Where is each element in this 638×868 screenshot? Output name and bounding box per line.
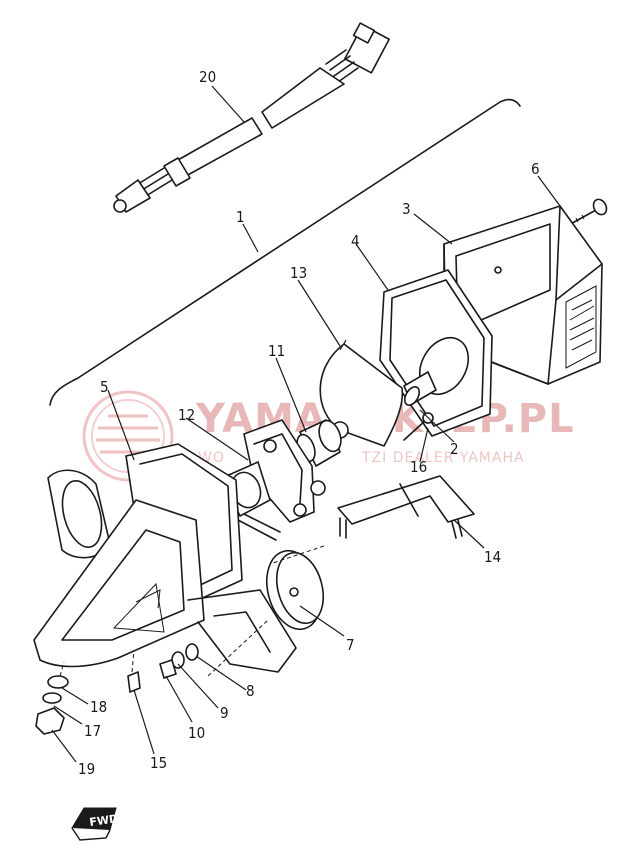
- assembly-bracket: [49, 98, 521, 406]
- callout-7: 7: [346, 636, 355, 654]
- part-15-bolt: [127, 671, 141, 693]
- watermark-tagline-right: TZI DEALER YAMAHA: [361, 450, 525, 466]
- callout-10: 10: [188, 724, 205, 742]
- callout-18: 18: [90, 698, 107, 716]
- callout-12: 12: [178, 406, 195, 424]
- callout-9: 9: [220, 704, 229, 722]
- part-10-nut: [159, 659, 177, 679]
- part-7-reflector: [266, 549, 325, 631]
- callout-1: 1: [236, 208, 245, 226]
- front-mark-text: FWD: [89, 812, 119, 829]
- callout-16: 16: [410, 458, 427, 476]
- part-17-washer: [42, 692, 62, 704]
- callout-8: 8: [246, 682, 255, 700]
- callout-11: 11: [268, 342, 285, 360]
- callout-14: 14: [484, 548, 501, 566]
- callout-4: 4: [351, 232, 360, 250]
- part-2-bulb: [403, 336, 470, 406]
- leader-lines: [51, 85, 561, 763]
- part-20-wire-harness: [113, 22, 390, 213]
- callout-15: 15: [150, 754, 167, 772]
- part-5-license-plate-bracket: [33, 443, 297, 673]
- callout-labels: 20 1 3 4 6 13 11 12 5 2 16 14 7 8 9 10 1…: [78, 68, 540, 778]
- callout-20: 20: [199, 68, 216, 86]
- assembly-guides: [59, 545, 325, 677]
- callout-5: 5: [100, 378, 109, 396]
- hardware-parts: [35, 643, 199, 735]
- part-18-washer: [47, 675, 69, 689]
- part-8-washer: [185, 643, 199, 661]
- callout-19: 19: [78, 760, 95, 778]
- callout-2: 2: [450, 440, 459, 458]
- part-19-nut: [35, 707, 65, 735]
- callout-17: 17: [84, 722, 101, 740]
- part-12-housing: [221, 419, 326, 541]
- callout-3: 3: [402, 200, 411, 218]
- part-14-lower-bracket: [337, 475, 475, 539]
- callout-13: 13: [290, 264, 307, 282]
- front-direction-mark: FWD: [71, 807, 119, 841]
- callout-6: 6: [531, 160, 540, 178]
